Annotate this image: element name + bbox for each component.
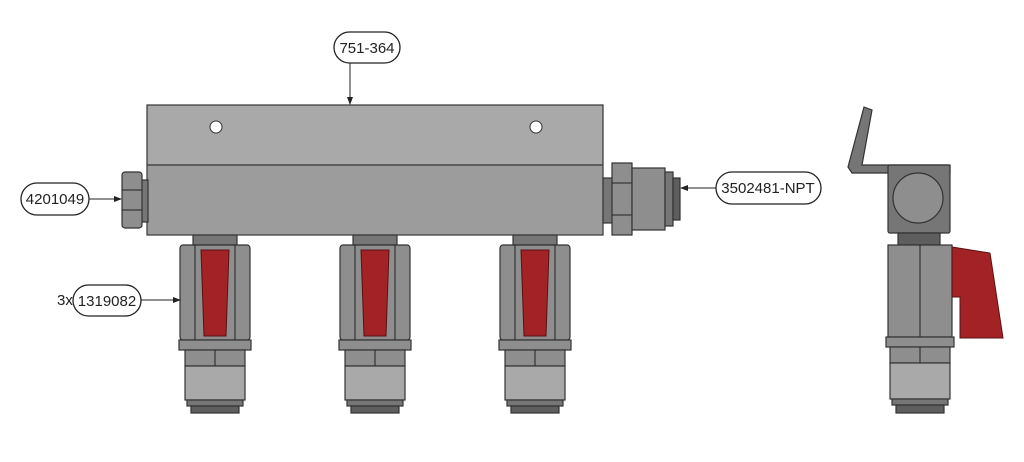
callout-label: 4201049 <box>26 191 84 208</box>
callout-label: 1319082 <box>78 293 136 310</box>
end-plug <box>121 171 149 229</box>
ball-valve-2 <box>338 234 412 414</box>
side-view <box>847 106 1004 414</box>
push-fit-fitting <box>602 162 681 236</box>
manifold-body <box>146 104 604 236</box>
mounting-hole <box>529 120 543 134</box>
callout-fitting: 3502481-NPT <box>680 171 822 205</box>
callout-label: 3502481-NPT <box>721 180 814 197</box>
callout-plug: 4201049 <box>20 182 122 216</box>
ball-valve-1 <box>178 234 252 414</box>
callout-label: 751-364 <box>339 40 394 57</box>
callout-manifold: 751-364 <box>333 31 401 105</box>
callout-valve: 3x 1319082 <box>57 284 181 317</box>
valve-handle-side <box>951 246 1004 339</box>
ball-valve-3 <box>498 234 572 414</box>
callout-quantity: 3x <box>57 292 73 309</box>
mounting-hole <box>209 120 223 134</box>
